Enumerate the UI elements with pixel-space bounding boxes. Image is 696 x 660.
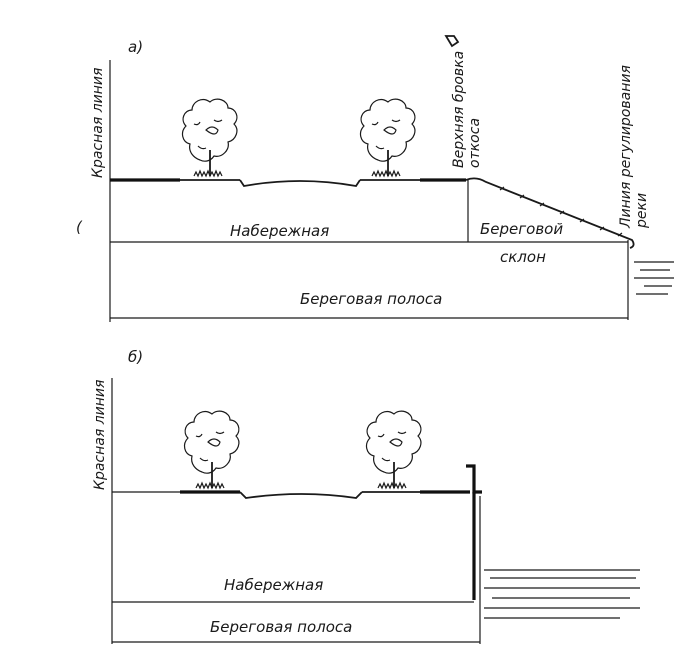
- ground-surface-a: [110, 178, 466, 187]
- regulation-line-label: Линия регулированияреки: [618, 65, 650, 229]
- panel-b: б) Красная линия Н: [92, 348, 640, 644]
- tree-icon: [365, 410, 422, 489]
- panel-b-label: б): [128, 348, 143, 366]
- water-b: [484, 569, 640, 619]
- red-line-label-a: Красная линия: [90, 68, 106, 178]
- shore-strip-label-a: Береговая полоса: [300, 290, 442, 308]
- tree-icon: [183, 410, 240, 489]
- margin-mark: (: [76, 218, 83, 236]
- slope-label-line2: склон: [500, 248, 546, 266]
- corner-mark: [444, 35, 460, 48]
- retaining-wall-b: [466, 464, 482, 644]
- ground-surface-b: [112, 490, 470, 499]
- slope-label-line1: Береговой: [480, 220, 563, 238]
- tree-icon: [359, 98, 416, 177]
- water-a: [634, 261, 674, 295]
- embankment-label-b: Набережная: [224, 576, 323, 594]
- red-line-label-b: Красная линия: [92, 380, 108, 490]
- slope-hatch: [499, 186, 623, 237]
- shore-strip-label-b: Береговая полоса: [210, 618, 352, 636]
- panel-a: а) Красная линия Верхняя бровкаоткоса Ли…: [76, 35, 674, 322]
- panel-a-label: а): [128, 38, 143, 56]
- embankment-label-a: Набережная: [230, 222, 329, 240]
- tree-icon: [181, 98, 238, 177]
- shore-slope-a: [465, 177, 635, 249]
- top-edge-label: Верхняя бровкаоткоса: [451, 51, 483, 168]
